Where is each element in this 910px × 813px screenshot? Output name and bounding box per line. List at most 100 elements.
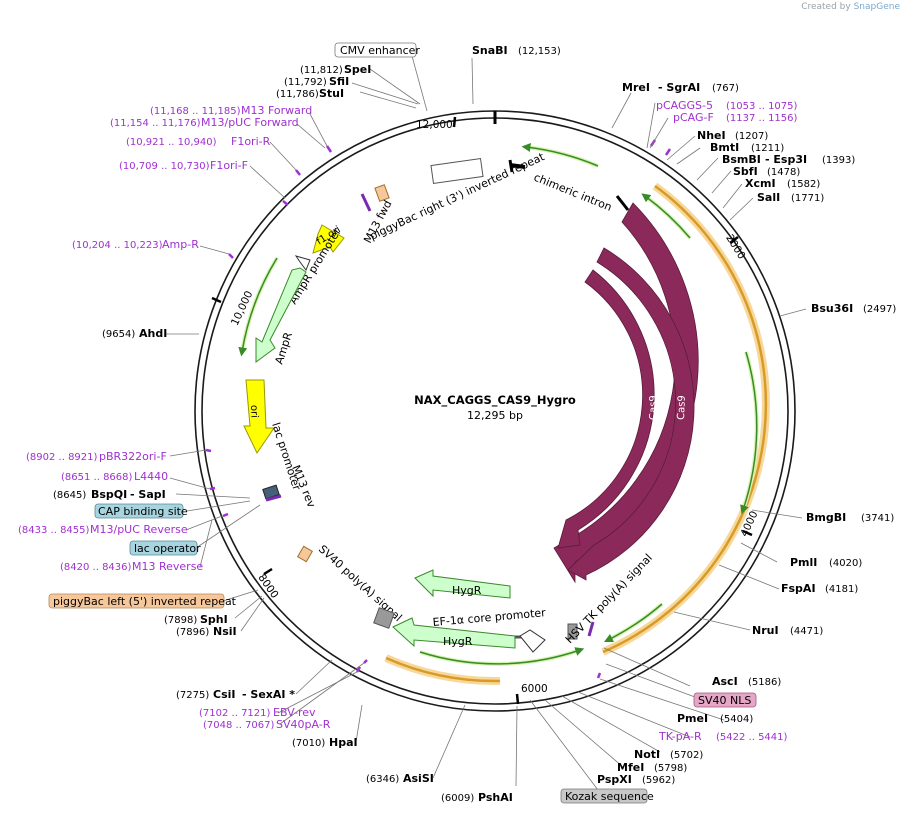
hygr-arrow-1 <box>414 569 511 599</box>
primer-name: TK-pA-R <box>658 730 702 743</box>
enzyme-pos: (1393) <box>822 155 855 166</box>
ori-label: ori <box>248 405 259 418</box>
primer-name: M13/pUC Forward <box>201 116 299 129</box>
pb-right-box <box>430 158 484 184</box>
ef1a-arrow <box>519 629 546 653</box>
enzyme-pos: (1582) <box>787 179 820 190</box>
enzyme-name2: - Esp3I <box>765 153 807 166</box>
primer-pos: (8902 .. 8921) <box>26 452 98 463</box>
ampr-label: AmpR <box>272 330 295 366</box>
enzyme-name: Bsu36I <box>811 302 853 315</box>
enzyme-name: BsmBI <box>722 153 761 166</box>
plasmid-name: NAX_CAGGS_CAS9_Hygro <box>414 393 576 408</box>
enzyme-name: SalI <box>757 191 780 204</box>
enzyme-name: StuI <box>319 87 344 100</box>
kozak-label: Kozak sequence <box>565 790 654 803</box>
primer-pos: (10,709 .. 10,730) <box>119 161 210 172</box>
m13fwd-arrow <box>360 193 372 212</box>
hygr-label-1: HygR <box>452 584 482 597</box>
enzyme-name: NsiI <box>213 625 237 638</box>
primer-pos: (8420 .. 8436) <box>60 562 132 573</box>
enzyme-name: PshAI <box>478 791 513 804</box>
cag-band <box>602 184 768 654</box>
enzyme-name2: - SgrAI <box>658 81 700 94</box>
primer-marks <box>205 139 672 679</box>
enzyme-pos: (11,786) <box>276 89 319 100</box>
primer-name: F1ori-F <box>210 159 248 172</box>
cas9-label-1: Cas9 <box>648 395 659 420</box>
enzyme-pos: (8645) <box>53 490 86 501</box>
primer-name: F1ori-R <box>231 135 271 148</box>
chimeric-intron-label: chimeric intron <box>532 171 614 214</box>
enzyme-pos: (6009) <box>441 793 474 804</box>
primer-pos: (10,921 .. 10,940) <box>126 137 217 148</box>
primer-name: M13/pUC Reverse <box>90 523 188 536</box>
enzyme-name: CsiI <box>213 688 235 701</box>
enzyme-pos: (5798) <box>654 763 687 774</box>
primer-pos: (1137 .. 1156) <box>726 113 798 124</box>
enzyme-name: AhdI <box>139 327 167 340</box>
enzyme-pos: (9654) <box>102 329 135 340</box>
credit-brand: SnapGene <box>853 2 900 12</box>
primer-pos: (1053 .. 1075) <box>726 101 798 112</box>
cap-binding-label: CAP binding site <box>98 505 188 518</box>
enzyme-name: XcmI <box>745 177 776 190</box>
primer-pos: (10,204 .. 10,223) <box>72 240 163 251</box>
enzyme-name: NruI <box>752 624 779 637</box>
enzyme-name: NheI <box>697 129 726 142</box>
primer-name: pBR322ori-F <box>99 450 167 463</box>
enzyme-pos: (1771) <box>791 193 824 204</box>
enzyme-name: MreI <box>622 81 650 94</box>
enzyme-name2: - SapI <box>130 488 166 501</box>
tkpa-arrow <box>587 621 595 637</box>
enzyme-pos: (11,792) <box>284 77 327 88</box>
cas9-label-2: Cas9 <box>676 395 688 420</box>
m13rev-arrow <box>265 494 282 502</box>
sv40-band <box>385 656 501 683</box>
primer-name: M13 Forward <box>241 104 312 117</box>
enzyme-pos: (7010) <box>292 738 325 749</box>
boxed-labels: CMV enhancer CAP binding site lac operat… <box>48 42 757 804</box>
pb-left-label: piggyBac left (5') inverted repeat <box>53 595 237 608</box>
enzyme-name: BmtI <box>710 141 739 154</box>
enzyme-pos: (5962) <box>642 775 675 786</box>
leader-lines <box>166 55 807 791</box>
green-helices <box>238 143 759 666</box>
intron-mark-2 <box>615 195 630 211</box>
enzyme-pos: (4471) <box>790 626 823 637</box>
intron-bar-1 <box>509 163 526 169</box>
enzyme-name: SpeI <box>344 63 371 76</box>
enzyme-pos: (5702) <box>670 750 703 761</box>
primer-name: pCAGGS-5 <box>656 99 713 112</box>
enzyme-pos: (11,812) <box>300 65 343 76</box>
ef1a-label: EF-1α core promoter <box>432 606 547 629</box>
primer-pos: (11,168 .. 11,185) <box>150 106 241 117</box>
sv40-nls-label: SV40 NLS <box>698 694 751 707</box>
cas9-label-3: Cas9 <box>730 400 742 425</box>
enzyme-name: SbfI <box>733 165 758 178</box>
ruler-label-6000: 6000 <box>521 683 548 695</box>
ampr-promoter-arrow <box>294 255 311 272</box>
enzyme-pos: (1207) <box>735 131 768 142</box>
primer-pos: (8651 .. 8668) <box>61 472 133 483</box>
primer-name: Amp-R <box>162 238 199 251</box>
enzyme-pos: (1478) <box>767 167 800 178</box>
enzyme-name: SfiI <box>329 75 349 88</box>
ampr-arrow <box>255 267 307 363</box>
enzyme-name: AsiSI <box>403 772 434 785</box>
enzyme-name: AscI <box>712 675 738 688</box>
enzyme-pos: (767) <box>712 83 739 94</box>
enzyme-name: PmlI <box>790 556 817 569</box>
ruler-label-12000: 12,000 <box>416 119 453 131</box>
hygr-arrow-2 <box>392 617 516 649</box>
primer-name: L4440 <box>134 470 168 483</box>
enzyme-name: SnaBI <box>472 44 508 57</box>
primer-name: SV40pA-R <box>276 718 331 731</box>
enzyme-name: SphI <box>200 613 228 626</box>
credit-prefix: Created by <box>801 2 851 12</box>
primer-pos: (7048 .. 7067) <box>203 720 275 731</box>
enzyme-name: BmgBI <box>806 511 846 524</box>
primer-pos: (7102 .. 7121) <box>199 708 271 719</box>
ruler-ticks <box>211 116 753 705</box>
